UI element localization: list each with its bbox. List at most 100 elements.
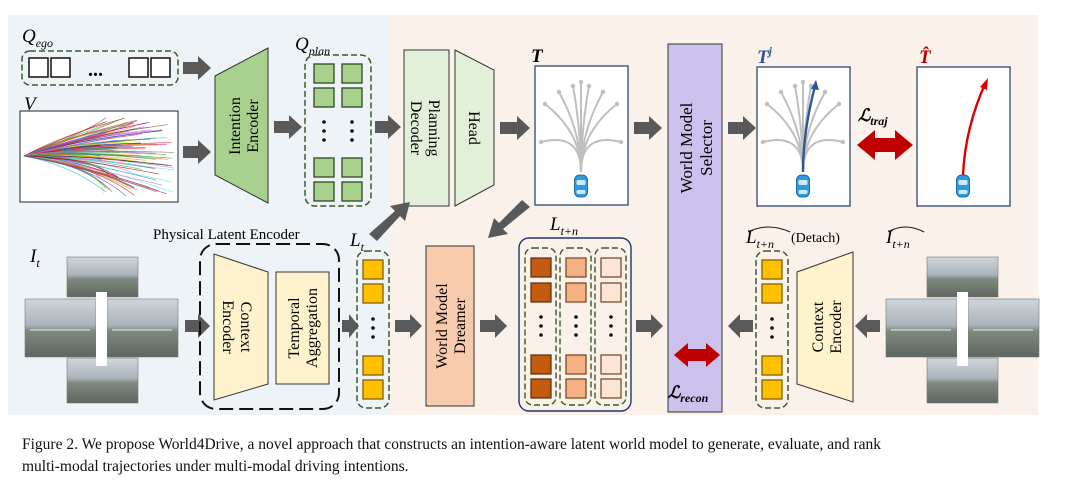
q-ego-cell [128, 57, 149, 78]
l-t-cells [362, 259, 384, 400]
q-ego-dots: ... [88, 59, 103, 81]
context-encoder [213, 253, 269, 401]
vocabulary-trajectory [23, 121, 107, 157]
ground-truth-arrowhead [980, 78, 988, 90]
l-tn-label: Lt+n [549, 214, 578, 238]
candidate-trajectory-end [538, 139, 544, 145]
arrow-lt-to-dreamer [395, 314, 422, 338]
arrow-future-images-to-encoder [855, 314, 880, 338]
vocabulary-trajectory [23, 119, 119, 157]
candidate-trajectory-end [760, 139, 766, 145]
figure-caption: Figure 2. We propose World4Drive, a nove… [22, 434, 1062, 478]
candidate-trajectory-end [800, 79, 806, 85]
l-t-vertical-dots [371, 317, 375, 339]
t-label: T [531, 46, 544, 67]
traj-loss-arrow [857, 130, 913, 160]
candidate-trajectory-end [836, 101, 842, 107]
vocabulary-trajectory [23, 132, 107, 157]
arrow-qplan-to-decoder [375, 115, 401, 139]
t-hat-label: T̂ [919, 47, 932, 68]
l-tn-hat-label: Lt+n [745, 227, 774, 251]
candidate-trajectory-end [586, 83, 592, 89]
context-encoder-right [796, 251, 854, 403]
trajectory-fan [23, 117, 175, 197]
candidate-trajectory-end [792, 83, 798, 89]
candidate-trajectory-end [614, 101, 620, 107]
q-ego-cell [28, 57, 49, 78]
vocabulary-trajectory [23, 143, 167, 157]
world-model-dreamer [425, 245, 475, 407]
arrow-ltn-to-selector [636, 314, 663, 338]
arrow-dreamer-to-ltn [480, 314, 507, 338]
detach-label: (Detach) [791, 231, 840, 246]
arrow-lt-to-decoder [369, 202, 410, 241]
camera-images-left [24, 256, 179, 404]
architecture-diagram: Qego ... V IntentionEncoder Qplan Planni… [8, 15, 1040, 415]
selected-trajectory [801, 85, 817, 173]
ego-car-tj [796, 174, 810, 198]
candidate-trajectories [538, 79, 624, 173]
l-tn-hat-caret [747, 226, 791, 233]
q-plan-box [304, 54, 372, 207]
planning-decoder-label: PlanningDecoder [407, 100, 442, 157]
vocabulary-trajectory [23, 152, 101, 157]
planning-decoder [403, 49, 450, 207]
head-label: Head [465, 111, 482, 145]
arrow-encoder-to-lt [342, 314, 359, 338]
physical-latent-encoder-label: Physical Latent Encoder [153, 227, 300, 243]
candidate-trajectory-end [600, 89, 606, 95]
arrow-ltnhat-to-selector [728, 314, 753, 338]
vocabulary-trajectory [23, 117, 125, 157]
selected-trajectory-set [760, 79, 846, 173]
t-j-label: Tj [757, 44, 773, 68]
arrow-selector-to-tj [728, 116, 756, 140]
q-ego-box [21, 50, 179, 86]
caption-line-2: multi-modal trajectories under multi-mod… [22, 458, 409, 475]
ground-truth-trajectory [961, 83, 987, 177]
v-label: V [24, 94, 38, 115]
candidate-trajectory-end [764, 101, 770, 107]
candidate-trajectory-end [556, 89, 562, 95]
selector-label: World ModelSelector [677, 102, 716, 193]
l-t-label: Lt [349, 230, 365, 254]
l-traj-label: ℒtraj [858, 106, 888, 128]
arrow-qego-to-encoder [183, 56, 211, 80]
intention-encoder-label: IntentionEncoder [227, 97, 262, 155]
arrow-head-to-t [500, 116, 530, 140]
head-block [454, 49, 495, 207]
vocabulary-trajectory [23, 155, 101, 168]
q-ego-cell [150, 57, 171, 78]
q-plan-vertical-dots [322, 120, 354, 142]
dreamer-label: World ModelDreamer [434, 283, 469, 369]
i-tn-hat-caret [887, 226, 925, 233]
candidate-trajectory-end [570, 83, 576, 89]
arrow-t-to-selector [634, 116, 662, 140]
candidate-trajectory-end [822, 89, 828, 95]
context-encoder-right-label: ContextEncoder [810, 300, 845, 354]
camera-images-right [885, 256, 1040, 404]
i-tn-hat-label: It+n [885, 227, 910, 251]
physical-latent-encoder-box [199, 243, 340, 410]
candidate-trajectory-end [778, 89, 784, 95]
ego-car-t [574, 174, 588, 198]
candidate-trajectory-end [578, 79, 584, 85]
caption-line-1: Figure 2. We propose World4Drive, a nove… [22, 436, 882, 453]
q-ego-label: Qego [22, 26, 53, 50]
arrow-t-to-dreamer [488, 200, 530, 238]
l-tn-hat-vertical-dots [770, 317, 774, 339]
l-tn-column-2 [559, 247, 592, 406]
candidate-trajectory-end [618, 139, 624, 145]
arrow-v-to-encoder [183, 140, 211, 164]
intention-encoder [214, 47, 269, 204]
vocabulary-trajectory [23, 128, 135, 157]
ego-car-that [956, 174, 970, 198]
candidate-trajectory-end [542, 101, 548, 107]
selected-trajectory-arrowhead [811, 80, 819, 90]
l-tn-hat-cells [761, 259, 783, 400]
arrow-images-to-context-encoder [185, 314, 210, 338]
recon-loss-arrow [674, 343, 720, 367]
candidate-trajectory-end [840, 139, 846, 145]
q-ego-cell [50, 57, 71, 78]
vocabulary-trajectory [23, 155, 127, 197]
l-recon-label: ℒrecon [668, 383, 709, 405]
